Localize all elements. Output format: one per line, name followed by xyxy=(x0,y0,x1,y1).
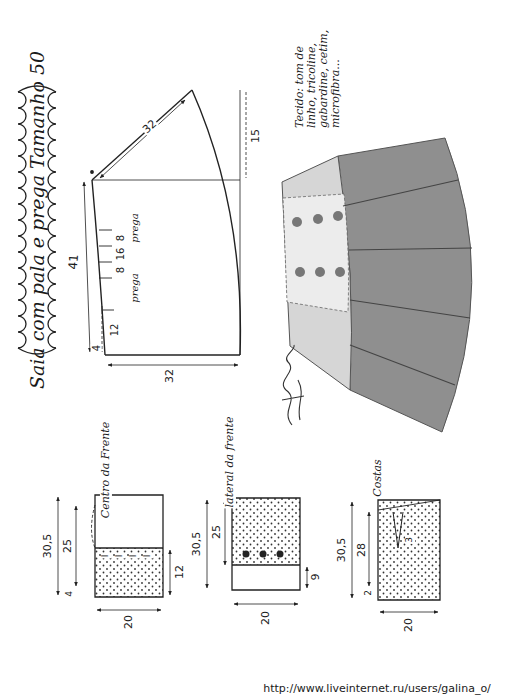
piece-name: Costas xyxy=(372,458,384,497)
fabric-note: Tecido: tom de linho, tricoline, gabardi… xyxy=(294,15,342,129)
skirt-illustration xyxy=(282,138,472,432)
dimension: 2 xyxy=(364,589,374,597)
front-center-piece xyxy=(58,495,170,610)
dimension: 20 xyxy=(260,610,272,626)
pleat-mark: I xyxy=(115,554,125,559)
dimension: 4 xyxy=(65,590,75,598)
dimension: 20 xyxy=(403,617,415,633)
dimension: 12 xyxy=(174,564,186,580)
dimension: 25 xyxy=(211,524,223,540)
pleat-mark: I xyxy=(101,554,111,559)
front-side-piece xyxy=(207,498,307,604)
pleat-label: prega xyxy=(129,212,140,243)
dimension: 9 xyxy=(310,573,322,582)
dimension: 8 xyxy=(115,266,126,274)
watermark: http://www.liveinternet.ru/users/galina_… xyxy=(262,683,492,695)
skirt-pattern xyxy=(91,90,241,355)
dimension: 30,5 xyxy=(191,531,203,558)
dimension: 3 xyxy=(405,536,415,544)
dimension: 4 xyxy=(91,344,102,352)
piece-name: Centro da Frente xyxy=(100,421,112,519)
cloud-stroke xyxy=(18,92,26,348)
piece-name: lateral da frente xyxy=(224,416,236,509)
dimension: 12 xyxy=(109,323,120,338)
cloud-stroke xyxy=(48,92,56,348)
signature xyxy=(282,345,304,425)
pleat-label: prega xyxy=(129,272,140,303)
dimension: 16 xyxy=(115,247,126,262)
dimension: 41 xyxy=(67,253,81,271)
dimension: 30,5 xyxy=(336,537,348,564)
title: Saia com pala e prega Tamanho 50 xyxy=(26,51,48,389)
dimension: 20 xyxy=(123,614,135,630)
pleat-mark: I xyxy=(129,554,139,559)
pleat-mark: I xyxy=(143,554,153,559)
dimension: 25 xyxy=(62,538,74,554)
dimension: 28 xyxy=(356,542,368,558)
dimension: 8 xyxy=(115,234,126,242)
dimension: 32 xyxy=(164,368,176,384)
dimension: 15 xyxy=(250,128,262,144)
dimension-lines xyxy=(84,92,246,365)
dimension: 30,5 xyxy=(42,533,54,560)
back-piece xyxy=(352,500,440,612)
